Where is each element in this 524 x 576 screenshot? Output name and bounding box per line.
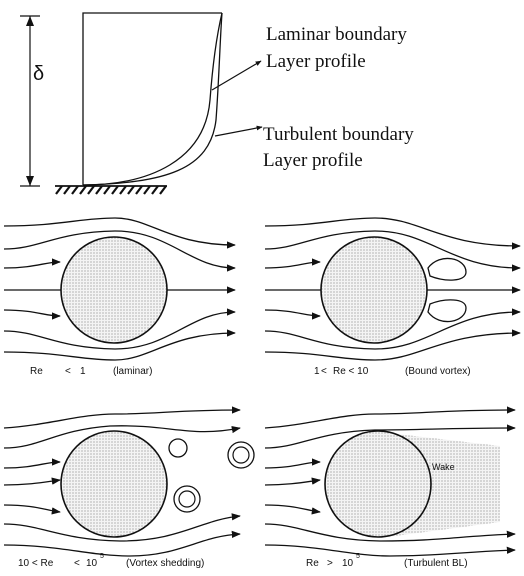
- shed-vortex: [173, 485, 201, 513]
- streamline: [264, 309, 321, 320]
- panel-turbulent: Wake: [264, 406, 516, 557]
- shed-vortex: [168, 438, 188, 458]
- streamline: [3, 406, 241, 429]
- shed-vortex: [232, 446, 250, 464]
- streamline: [3, 308, 236, 350]
- panel-laminar: [3, 217, 236, 361]
- wall-surface: [55, 185, 167, 195]
- streamline: [3, 258, 61, 269]
- thickness-dimension: [20, 15, 40, 187]
- streamline: [3, 458, 61, 469]
- panel-vortex-shedding: [3, 406, 255, 557]
- regime-label: (Vortex shedding): [126, 558, 204, 569]
- cylinder: [60, 430, 168, 538]
- streamline: [264, 504, 321, 515]
- re-prefix: Re: [306, 558, 319, 569]
- caption-bound-vortex: 1 < Re < 10 (Bound vortex): [314, 366, 471, 377]
- wake-label: Wake: [432, 462, 455, 472]
- laminar-label-line2: Layer profile: [266, 51, 366, 72]
- caption-laminar: Re < 1 (laminar): [30, 366, 152, 377]
- regime-label: (Turbulent BL): [404, 558, 468, 569]
- bound-vortex-lower: [427, 299, 467, 323]
- streamline: [264, 523, 516, 542]
- streamline: [3, 477, 61, 486]
- streamline: [264, 458, 321, 469]
- re-prefix: Re: [30, 366, 43, 377]
- turbulent-profile-curve: [82, 12, 223, 186]
- streamline: [3, 329, 236, 361]
- turbulent-label-line2: Layer profile: [263, 150, 363, 171]
- shed-vortex: [178, 490, 196, 508]
- re-operator: <: [65, 366, 71, 377]
- turbulent-label-line1: Turbulent boundary: [263, 124, 414, 145]
- regime-label: (Bound vortex): [405, 366, 471, 377]
- streamline: [264, 308, 521, 350]
- boundary-layer-profiles: δ Laminar boundary Layer profile Turbule…: [20, 12, 414, 195]
- re-value: 10: [342, 558, 354, 569]
- laminar-pointer: [211, 60, 262, 91]
- profile-axes: [82, 12, 222, 185]
- re-exponent: 5: [356, 553, 360, 560]
- cylinder: [320, 236, 428, 344]
- re-prefix: 1: [314, 366, 320, 377]
- streamline: [3, 230, 236, 272]
- streamline: [264, 217, 521, 250]
- streamline: [264, 258, 321, 269]
- streamline: [264, 230, 521, 272]
- streamline: [264, 477, 321, 486]
- bound-vortex-upper: [427, 257, 467, 281]
- re-value: Re < 10: [333, 366, 369, 377]
- streamline: [3, 513, 241, 542]
- streamline: [264, 424, 516, 449]
- panel-bound-vortex: [264, 217, 521, 361]
- re-exponent: 5: [100, 553, 104, 560]
- laminar-profile-curve: [82, 12, 223, 186]
- caption-turbulent: Re > 10 5 (Turbulent BL): [306, 553, 468, 569]
- cylinder: [324, 430, 432, 538]
- streamline: [3, 504, 61, 515]
- streamline: [3, 530, 241, 557]
- re-operator: <: [74, 558, 80, 569]
- streamline: [3, 309, 61, 320]
- turbulent-pointer: [214, 125, 263, 137]
- re-operator: <: [321, 366, 327, 377]
- delta-symbol: δ: [33, 63, 44, 85]
- streamline: [3, 425, 241, 449]
- streamline: [3, 217, 236, 249]
- caption-vortex-shedding: 10 < Re < 10 5 (Vortex shedding): [18, 553, 204, 569]
- shed-vortex: [227, 441, 255, 469]
- streamline: [264, 406, 516, 429]
- streamline: [264, 544, 516, 557]
- re-value: 1: [80, 366, 86, 377]
- re-value: 10: [86, 558, 98, 569]
- re-prefix: 10 < Re: [18, 558, 54, 569]
- streamline: [264, 329, 521, 361]
- cylinder: [60, 236, 168, 344]
- laminar-label-line1: Laminar boundary: [266, 24, 407, 45]
- regime-label: (laminar): [113, 366, 152, 377]
- re-operator: >: [327, 558, 333, 569]
